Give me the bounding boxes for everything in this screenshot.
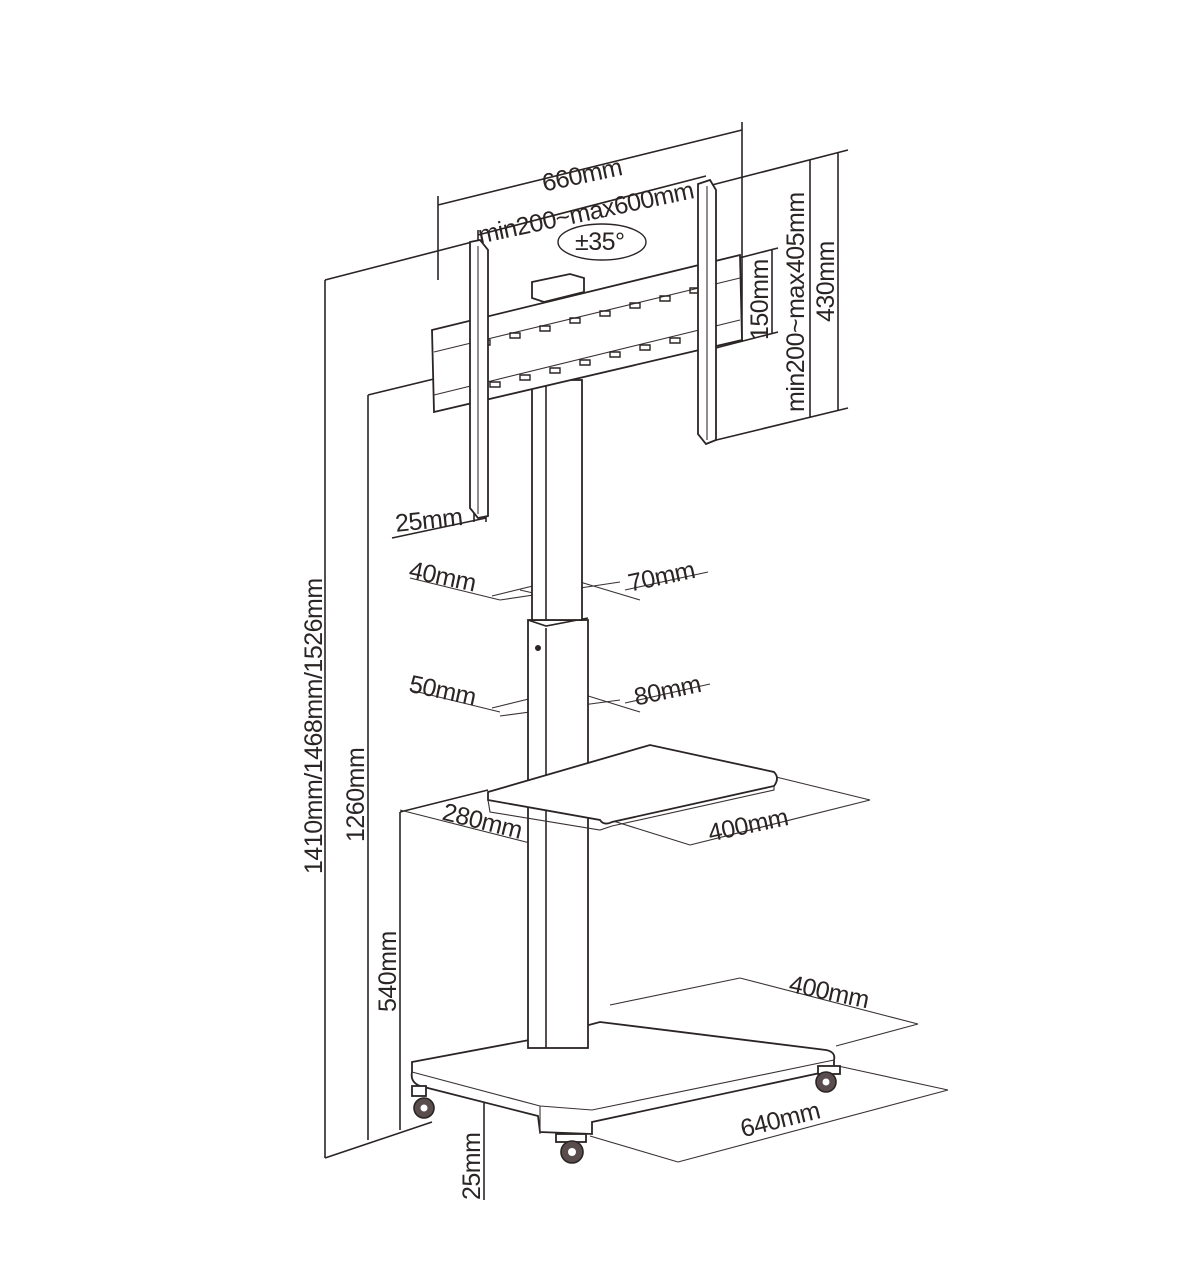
dimension-base — [589, 977, 949, 1163]
castor-front-left — [411, 1085, 435, 1119]
label-mount-height: 1260mm — [342, 747, 370, 842]
castor-wheels — [411, 1065, 841, 1164]
vesa-mount-bracket — [431, 178, 743, 519]
label-vesa-vertical: min200~max405mm — [782, 192, 810, 412]
tilt-indicator — [557, 223, 647, 261]
castor-right — [815, 1065, 841, 1093]
dimension-right-verticals — [707, 149, 849, 443]
castor-front-center — [555, 1133, 587, 1164]
base-plate — [410, 1021, 836, 1135]
label-shelf-height: 540mm — [374, 931, 402, 1012]
label-total-height: 1410mm/1468mm/1526mm — [300, 578, 328, 874]
column-lower — [527, 617, 589, 1049]
label-base-clearance: 25mm — [458, 1132, 486, 1200]
av-shelf — [487, 744, 778, 831]
dimension-shelf — [399, 775, 871, 846]
label-arm-height: 430mm — [812, 241, 840, 322]
dimension-left-heights — [324, 239, 489, 1200]
label-tilt-angle: ±35° — [575, 228, 625, 256]
label-rail-height: 150mm — [746, 259, 774, 340]
column-upper — [531, 379, 583, 621]
